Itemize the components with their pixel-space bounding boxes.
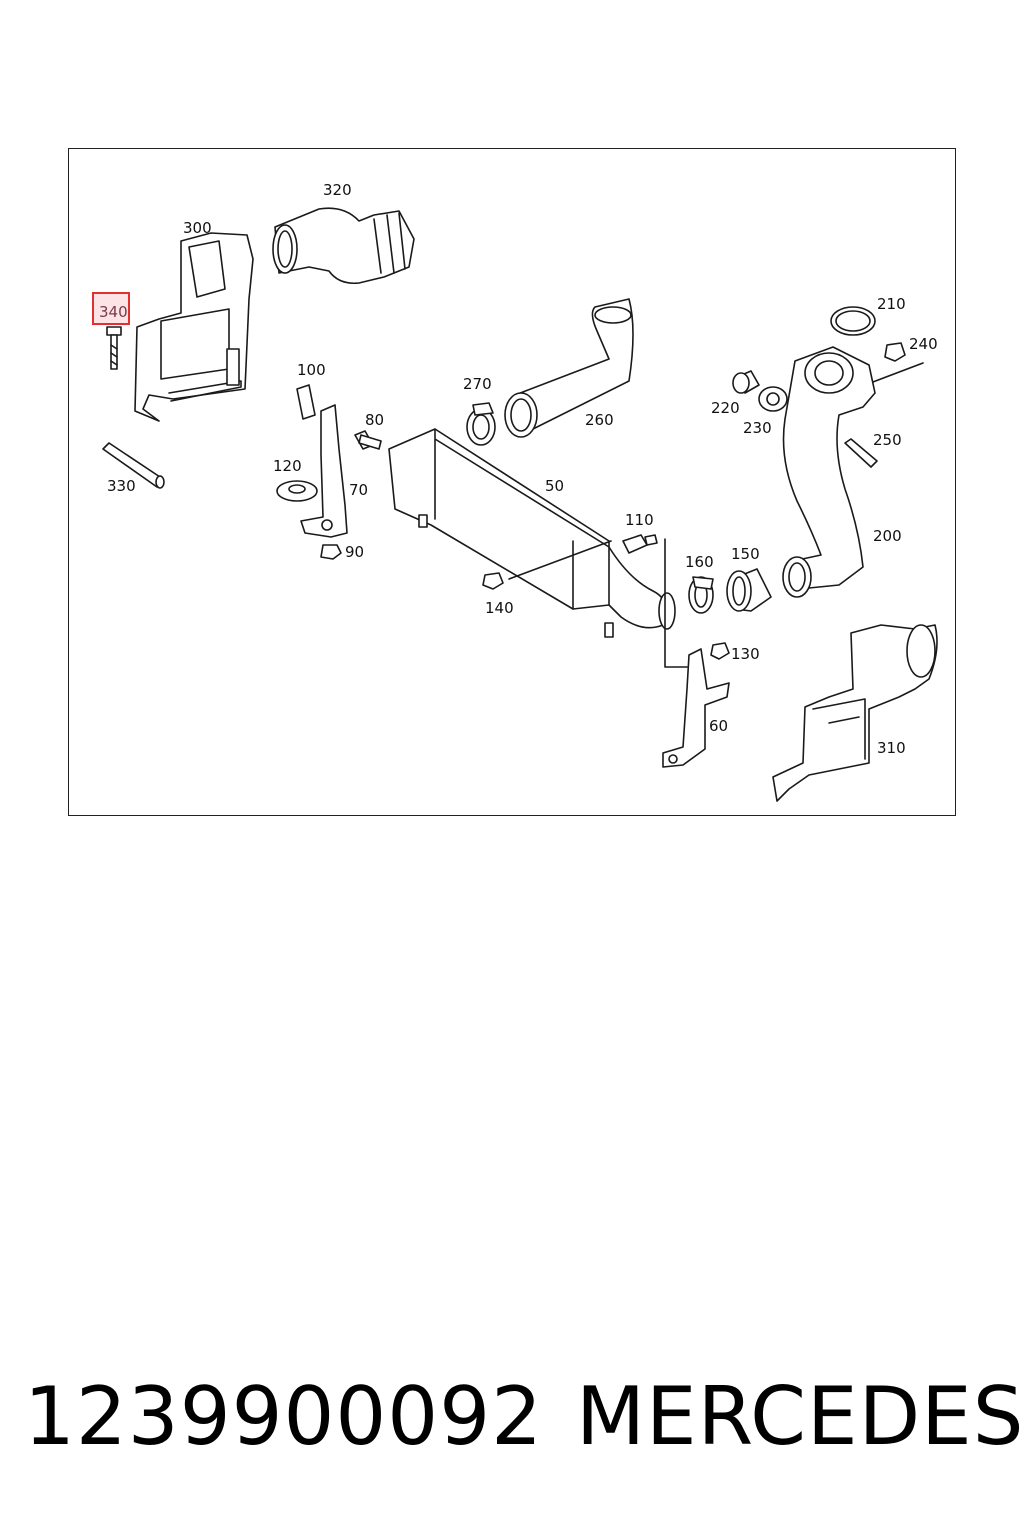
part-60-bracket[interactable] [662, 648, 730, 768]
part-220-plug[interactable] [732, 370, 760, 394]
part-150-sleeve[interactable] [726, 568, 772, 612]
brand-name: MERCEDES [576, 1370, 1024, 1463]
part-130-nut[interactable] [664, 538, 730, 668]
part-120-grommet[interactable] [276, 480, 318, 502]
part-100-clip[interactable] [296, 384, 316, 420]
part-250-stud[interactable] [844, 438, 878, 468]
part-140-nut[interactable] [482, 540, 612, 590]
part-number: 1239900092 [24, 1370, 543, 1463]
part-340-screw[interactable] [106, 326, 122, 370]
parts-diagram: 320 300 340 330 100 80 120 70 90 270 260… [68, 148, 956, 816]
part-90-nut[interactable] [320, 544, 342, 560]
part-330-rod[interactable] [102, 442, 165, 489]
part-240-nut[interactable] [864, 342, 924, 386]
part-260-hose[interactable] [504, 298, 634, 438]
exploded-view [102, 207, 938, 802]
part-300-air-duct[interactable] [134, 232, 254, 422]
part-110-sensor[interactable] [622, 534, 658, 554]
part-80-bolt[interactable] [354, 430, 382, 450]
part-210-gasket[interactable] [830, 306, 876, 336]
part-230-grommet[interactable] [758, 386, 788, 412]
part-70-bracket[interactable] [300, 404, 348, 538]
part-310-air-duct[interactable] [772, 624, 938, 802]
part-50-intercooler[interactable] [388, 428, 676, 638]
part-270-clamp[interactable] [466, 402, 496, 446]
footer: 1239900092 MERCEDES [0, 1370, 1024, 1470]
part-200-pipe[interactable] [782, 346, 876, 598]
part-320-air-hose[interactable] [272, 207, 415, 285]
part-160-clamp[interactable] [688, 576, 714, 614]
